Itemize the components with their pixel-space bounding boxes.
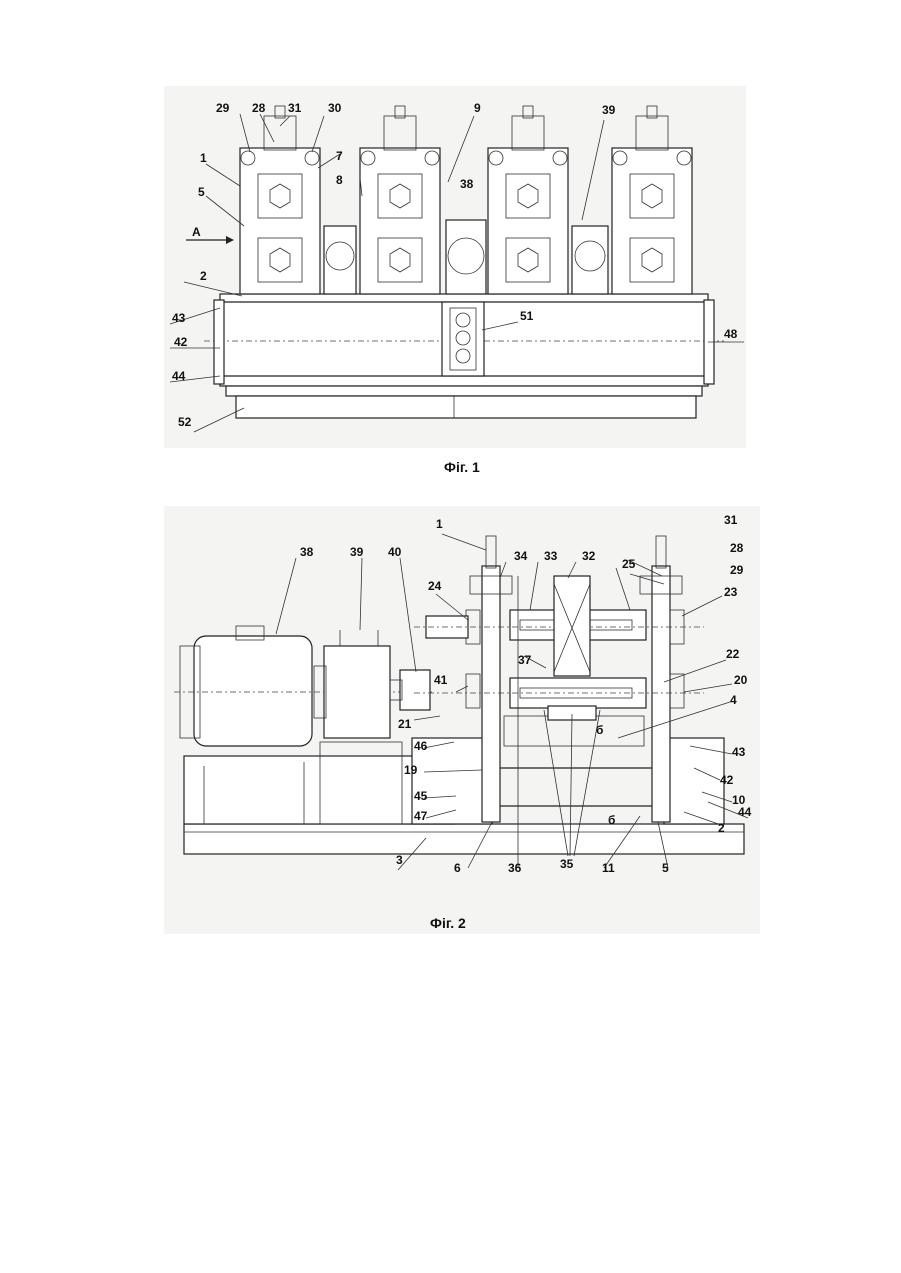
- coupling-40: [400, 670, 430, 710]
- base-plate: [236, 396, 696, 418]
- callout-2: 2: [718, 821, 725, 835]
- roll-stand-3: [488, 106, 568, 294]
- callout-44: 44: [172, 369, 186, 383]
- callout-42: 42: [720, 773, 734, 787]
- callout-24: 24: [428, 579, 442, 593]
- callout-23: 23: [724, 585, 738, 599]
- roll-stand-2: [360, 106, 440, 294]
- callout-33: 33: [544, 549, 558, 563]
- callout-25: 25: [622, 557, 636, 571]
- gearbox-1: [324, 226, 356, 294]
- callout-29: 29: [216, 101, 230, 115]
- callout-44: 44: [738, 805, 752, 819]
- callout-35: 35: [560, 857, 574, 871]
- callout-1: 1: [436, 517, 443, 531]
- callout-3: 3: [396, 853, 403, 867]
- callout-b-upper: б: [596, 723, 603, 737]
- callout-22: 22: [726, 647, 740, 661]
- figure-2-caption: Фіг. 2: [430, 915, 466, 931]
- callout-21: 21: [398, 717, 412, 731]
- callout-48: 48: [724, 327, 738, 341]
- gearbox-3: [572, 226, 608, 294]
- reducer-39: [314, 630, 390, 738]
- callout-9: 9: [474, 101, 481, 115]
- frame-foot: [226, 386, 702, 396]
- callout-5: 5: [198, 185, 205, 199]
- figure-1-svg: 29 28 31 30 9 39 1 7 8 38 5 A 2 43 51 48…: [164, 86, 746, 448]
- callout-2: 2: [200, 269, 207, 283]
- callout-7: 7: [336, 149, 343, 163]
- callout-43: 43: [732, 745, 746, 759]
- callout-b-lower: б: [608, 813, 615, 827]
- callout-46: 46: [414, 739, 428, 753]
- callout-37: 37: [518, 653, 532, 667]
- callout-29: 29: [730, 563, 744, 577]
- callout-20: 20: [734, 673, 748, 687]
- callout-52: 52: [178, 415, 192, 429]
- callout-47: 47: [414, 809, 428, 823]
- callout-A: A: [192, 225, 201, 239]
- roll-stand-1: [240, 106, 320, 294]
- callout-38: 38: [460, 177, 474, 191]
- callout-39: 39: [602, 103, 616, 117]
- base-plate: [184, 824, 744, 854]
- callout-19: 19: [404, 763, 418, 777]
- callout-34: 34: [514, 549, 528, 563]
- figure-1-caption: Фіг. 1: [444, 459, 480, 475]
- callout-39: 39: [350, 545, 364, 559]
- callout-11: 11: [602, 861, 615, 875]
- callout-38: 38: [300, 545, 314, 559]
- callout-42: 42: [174, 335, 188, 349]
- callout-4: 4: [730, 693, 737, 707]
- callout-5: 5: [662, 861, 669, 875]
- roll-stand-4: [612, 106, 692, 294]
- callout-43: 43: [172, 311, 186, 325]
- gearbox-2: [446, 220, 486, 294]
- callout-1: 1: [200, 151, 207, 165]
- callout-30: 30: [328, 101, 342, 115]
- callout-45: 45: [414, 789, 428, 803]
- callout-36: 36: [508, 861, 522, 875]
- figure-1-drawing: 29 28 31 30 9 39 1 7 8 38 5 A 2 43 51 48…: [164, 86, 746, 448]
- callout-31: 31: [288, 101, 302, 115]
- motor-38: [174, 626, 434, 746]
- callout-40: 40: [388, 545, 402, 559]
- callout-8: 8: [336, 173, 343, 187]
- figure-2-svg: 1 31 38 39 40 34 33 32 28 29 24 25 23 41…: [164, 506, 760, 934]
- callout-41: 41: [434, 673, 448, 687]
- callout-51: 51: [520, 309, 534, 323]
- callout-31: 31: [724, 513, 738, 527]
- figure-2-drawing: 1 31 38 39 40 34 33 32 28 29 24 25 23 41…: [164, 506, 760, 934]
- callout-6: 6: [454, 861, 461, 875]
- callout-28: 28: [730, 541, 744, 555]
- callout-32: 32: [582, 549, 596, 563]
- callout-28: 28: [252, 101, 266, 115]
